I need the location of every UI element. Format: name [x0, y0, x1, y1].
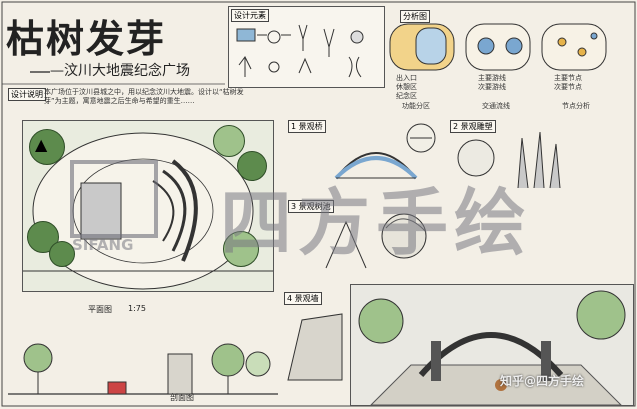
sculpture-sketch	[457, 131, 561, 189]
detail-bridge-label: 1 景观桥	[288, 120, 326, 133]
detail-bridge-panel: 1 景观桥	[286, 118, 446, 196]
legend-rest: 休憩区	[396, 83, 417, 91]
legend-main-node: 主要节点	[554, 74, 582, 82]
design-notes-label: 设计说明	[8, 88, 46, 101]
bridge-sketch	[334, 123, 436, 180]
perspective-sketch	[351, 285, 633, 406]
detail-sculpture-panel: 2 景观雕塑	[448, 118, 630, 198]
plan-label: 平面图	[88, 305, 112, 314]
watermark-logo-text: SIFANG	[72, 236, 134, 254]
tree-canopy	[49, 241, 75, 267]
detail-wall-panel: 4 景观墙	[282, 290, 348, 400]
north-arrow-icon: ▲	[35, 135, 48, 154]
page-title: 枯树发芽	[6, 16, 167, 61]
caption-nodes: 节点分析	[562, 102, 590, 110]
tree-canopy	[29, 129, 65, 165]
concept-panel: 设计元素	[228, 6, 385, 88]
zoning-legend-a: 出入口 休憩区 纪念区	[396, 74, 417, 101]
legend-sub-route: 次要游线	[478, 83, 506, 91]
detail-wall-label: 4 景观墙	[284, 292, 322, 305]
page-subtitle: —汶川大地震纪念广场	[50, 63, 190, 79]
zoning-diagrams	[389, 23, 607, 71]
zoning-legend-b: 主要游线 次要游线	[478, 74, 506, 92]
legend-entrance: 出入口	[396, 74, 417, 82]
detail-treepool-panel: 3 景观树池	[286, 198, 446, 280]
watermark-brand: 四方手绘	[220, 181, 533, 265]
concept-label: 设计元素	[231, 9, 269, 22]
tree-canopy	[237, 151, 267, 181]
wall-sketch	[287, 313, 343, 381]
section-sketch	[8, 343, 278, 395]
zoning-legend-c: 主要节点 次要节点	[554, 74, 582, 92]
legend-memorial: 纪念区	[396, 92, 417, 100]
treepool-sketch	[325, 213, 427, 269]
detail-treepool-label: 3 景观树池	[288, 200, 334, 213]
section-label: 剖面图	[170, 393, 194, 402]
section-panel	[8, 318, 278, 404]
detail-sculpture-label: 2 景观雕塑	[450, 120, 496, 133]
zoning-panel: 分析图 出入口 休憩区 纪念区 主要游线 次要游线 主要节点 次要节点 功能分区…	[386, 6, 631, 116]
perspective-panel	[350, 284, 634, 406]
concept-sketch	[236, 24, 364, 78]
watermark-credit: 知乎@四方手绘	[500, 374, 585, 388]
legend-main-route: 主要游线	[478, 74, 506, 82]
plan-panel: ▲	[22, 120, 274, 292]
legend-sub-node: 次要节点	[554, 83, 582, 91]
plan-scale: 1:75	[128, 304, 146, 313]
design-notes-text: 本广场位于汶川县城之中，用以纪念汶川大地震。设计以“枯树发芽”为主题，寓意地震之…	[44, 88, 244, 105]
tree-canopy	[223, 231, 259, 267]
caption-traffic: 交通流线	[482, 102, 510, 110]
watermark-logo	[70, 160, 158, 238]
caption-function: 功能分区	[402, 102, 430, 110]
tree-canopy	[213, 125, 245, 157]
zoning-label: 分析图	[400, 10, 430, 23]
